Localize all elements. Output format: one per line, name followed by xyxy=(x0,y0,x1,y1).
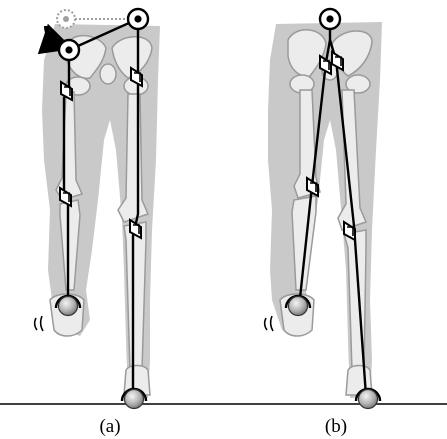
panel-b xyxy=(265,9,382,409)
pin-joint-icon xyxy=(320,9,340,29)
motion-lines-icon xyxy=(35,316,43,331)
pin-joint-icon xyxy=(128,9,148,29)
caption-b: (b) xyxy=(325,416,347,437)
caption-a: (a) xyxy=(99,416,120,437)
ball-contact-icon xyxy=(356,389,380,409)
panel-a xyxy=(35,9,160,409)
pin-joint-icon xyxy=(59,40,79,60)
ball-contact-icon xyxy=(122,389,146,409)
motion-lines-icon xyxy=(265,316,273,331)
